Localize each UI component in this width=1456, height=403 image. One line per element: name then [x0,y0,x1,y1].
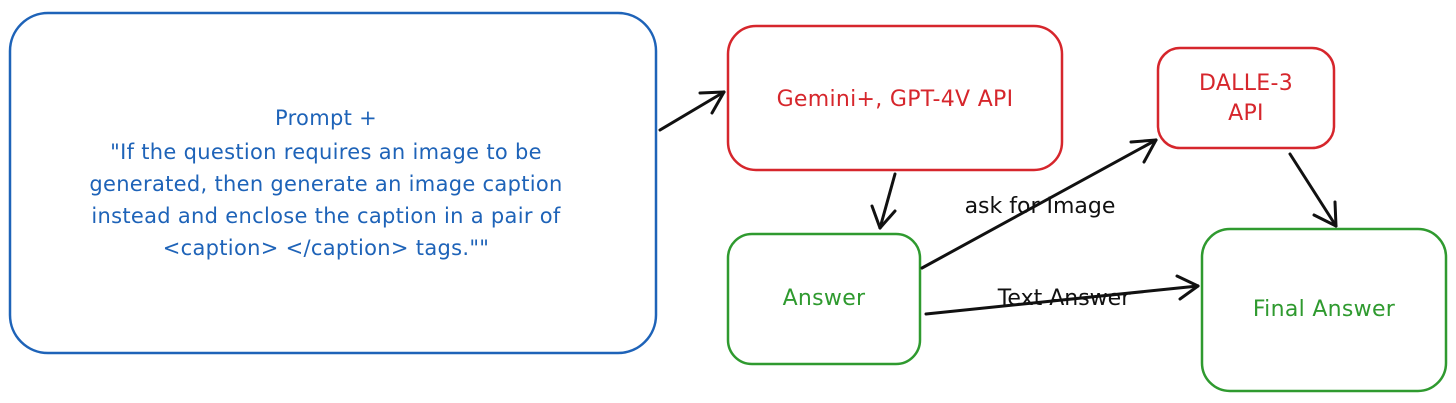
gemini-gpt4v-label: Gemini+, GPT-4V API [777,87,1014,112]
dalle3-box [1156,46,1336,150]
dalle3-label-line-1: DALLE-3 [1199,71,1293,96]
ask-for-image-label: ask for Image [965,194,1116,219]
prompt-line-3: generated, then generate an image captio… [89,172,562,196]
arrow-gemini-to-answer [870,172,897,230]
final-answer-box [1200,227,1448,393]
text-answer-label: Text Answer [997,286,1131,311]
dalle3-label-line-2: API [1228,101,1264,126]
final-answer-node: Final Answer [1200,227,1448,393]
prompt-line-1: Prompt + [275,106,377,130]
answer-node: Answer [726,232,922,366]
arrow-answer-to-final [924,274,1200,316]
prompt-line-4: instead and enclose the caption in a pai… [91,204,561,228]
answer-box [726,232,922,366]
prompt-line-5: <caption> </caption> tags."" [163,236,490,260]
arrow-dalle-to-final [1288,152,1338,228]
answer-label: Answer [783,286,866,311]
gemini-gpt4v-node: Gemini+, GPT-4V API [726,24,1064,172]
dalle3-node: DALLE-3 API [1156,46,1336,150]
final-answer-label: Final Answer [1253,297,1396,322]
prompt-box [8,11,658,355]
gemini-gpt4v-box [726,24,1064,172]
arrow-answer-to-dalle [920,138,1158,270]
prompt-node: Prompt + "If the question requires an im… [8,11,658,355]
arrow-prompt-to-gemini [658,90,726,132]
prompt-line-2: "If the question requires an image to be [110,140,542,164]
